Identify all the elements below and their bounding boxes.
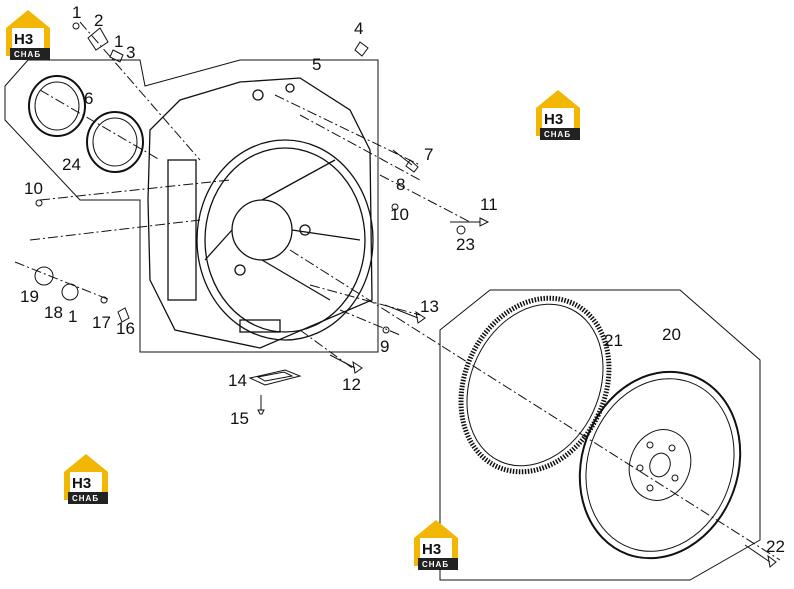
svg-text:H3: H3 <box>544 111 563 128</box>
small-parts-top-left <box>72 22 124 63</box>
svg-text:СНАБ: СНАБ <box>422 560 449 569</box>
callout-label: 6 <box>84 89 93 108</box>
svg-text:СНАБ: СНАБ <box>544 130 571 139</box>
callout-label: 14 <box>228 371 247 390</box>
callout-label: 17 <box>92 313 111 332</box>
callout-label: 15 <box>230 409 249 428</box>
callout-label: 2 <box>94 11 103 30</box>
callout-label: 24 <box>62 155 81 174</box>
oil-seal-24 <box>86 111 144 173</box>
watermark-logo-3: H3 СНАБ <box>64 454 108 504</box>
flywheel-housing <box>147 77 374 349</box>
callouts: 1 2 1 3 4 5 6 24 10 7 8 10 11 23 19 18 1… <box>20 3 785 556</box>
callout-label: 10 <box>390 205 409 224</box>
callout-label: 16 <box>116 319 135 338</box>
callout-label: 4 <box>354 19 363 38</box>
callout-label: 7 <box>424 145 433 164</box>
watermark-logo-1: H3 СНАБ <box>6 10 50 60</box>
watermark-logo-2: H3 СНАБ <box>536 90 580 140</box>
callout-label: 19 <box>20 287 39 306</box>
callout-label: 20 <box>662 325 681 344</box>
callout-label: 1 <box>114 32 123 51</box>
bolts <box>35 41 777 568</box>
callout-label: 10 <box>24 179 43 198</box>
svg-text:СНАБ: СНАБ <box>14 50 41 59</box>
callout-label: 12 <box>342 375 361 394</box>
callout-label: 5 <box>312 55 321 74</box>
callout-label: 8 <box>396 175 405 194</box>
callout-label: 9 <box>380 337 389 356</box>
callout-label: 23 <box>456 235 475 254</box>
flywheel-group-outline <box>439 289 761 581</box>
assembly-axis-lines <box>14 21 781 561</box>
oil-seal-6 <box>28 75 86 137</box>
flywheel-20 <box>578 370 742 560</box>
small-parts-left <box>34 266 130 323</box>
svg-text:H3: H3 <box>72 475 91 492</box>
svg-text:H3: H3 <box>422 541 441 558</box>
callout-label: 22 <box>766 537 785 556</box>
bolt-15 <box>257 395 265 415</box>
svg-text:СНАБ: СНАБ <box>72 494 99 503</box>
callout-label: 13 <box>420 297 439 316</box>
callout-label: 21 <box>604 331 623 350</box>
callout-label: 11 <box>480 195 498 214</box>
cover-plate-14 <box>248 369 302 386</box>
callout-label: 1 <box>68 307 77 326</box>
callout-label: 1 <box>72 3 81 22</box>
svg-text:H3: H3 <box>14 31 33 48</box>
watermark-logo-4: H3 СНАБ <box>414 520 458 570</box>
callout-label: 3 <box>126 43 135 62</box>
ring-gear-21 <box>458 295 612 475</box>
callout-label: 18 <box>44 303 63 322</box>
